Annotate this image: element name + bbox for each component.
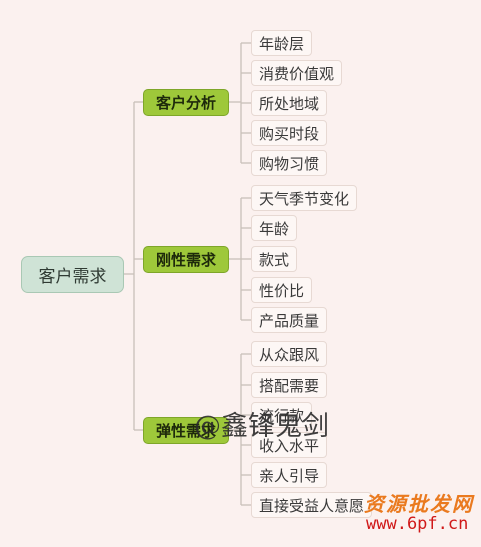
leaf-label: 性价比 [259,281,305,300]
leaf-label: 所处地域 [259,94,320,113]
branch-label: 弹性需求 [155,422,216,440]
leaf-node[interactable]: 产品质量 [251,307,328,333]
root-node[interactable]: 客户需求 [21,256,124,293]
branch-customer-analysis[interactable]: 客户分析 [143,89,229,116]
leaf-label: 款式 [259,250,290,269]
root-label: 客户需求 [38,267,107,287]
branch-elastic-demand[interactable]: 弹性需求 [143,417,229,444]
branch-label: 刚性需求 [155,251,216,269]
leaf-label: 从众跟风 [259,345,320,364]
leaf-node[interactable]: 购物习惯 [251,150,328,176]
leaf-node[interactable]: 亲人引导 [251,462,328,488]
leaf-node[interactable]: 搭配需要 [251,372,328,398]
leaf-node[interactable]: 年龄层 [251,30,313,56]
leaf-label: 年龄 [259,219,290,238]
leaf-node[interactable]: 性价比 [251,277,313,303]
leaf-label: 搭配需要 [259,376,320,395]
leaf-label: 产品质量 [259,311,320,330]
leaf-node[interactable]: 年龄 [251,215,298,241]
leaf-node[interactable]: 流行款 [251,402,313,428]
leaf-node[interactable]: 购买时段 [251,120,328,146]
leaf-node[interactable]: 消费价值观 [251,60,343,86]
leaf-label: 流行款 [259,406,305,425]
leaf-label: 购物习惯 [259,154,320,173]
branch-label: 客户分析 [155,94,216,112]
leaf-label: 直接受益人意愿 [259,496,365,515]
leaf-node[interactable]: 从众跟风 [251,341,328,367]
leaf-label: 购买时段 [259,124,320,143]
leaf-node[interactable]: 天气季节变化 [251,185,358,211]
leaf-label: 收入水平 [259,436,320,455]
branch-rigid-demand[interactable]: 刚性需求 [143,246,229,273]
leaf-node[interactable]: 收入水平 [251,432,328,458]
leaf-label: 消费价值观 [259,64,335,83]
leaf-node[interactable]: 直接受益人意愿 [251,492,373,518]
leaf-label: 年龄层 [259,34,305,53]
leaf-node[interactable]: 款式 [251,246,298,272]
leaf-node[interactable]: 所处地域 [251,90,328,116]
leaf-label: 天气季节变化 [259,189,350,208]
leaf-label: 亲人引导 [259,466,320,485]
